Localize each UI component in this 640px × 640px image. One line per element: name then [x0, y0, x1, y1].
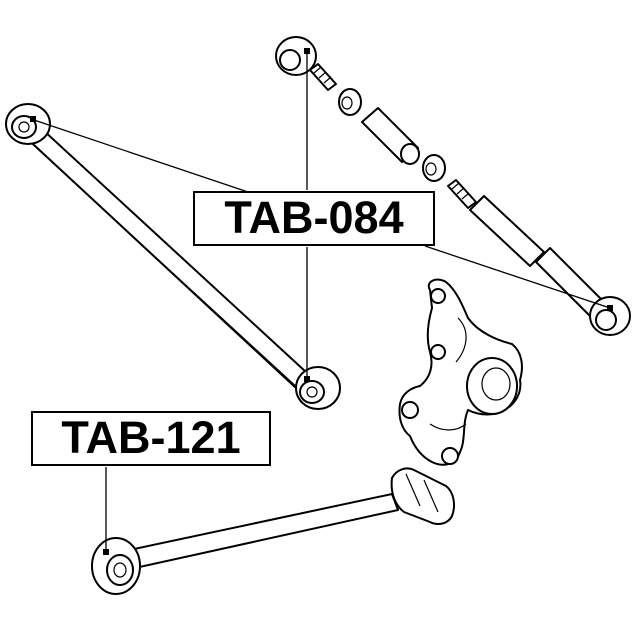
sleeve-tube — [361, 107, 420, 165]
trailing-arm — [5, 103, 341, 410]
lower-arm — [91, 467, 455, 595]
part-number-label-tab-121: TAB-121 — [31, 411, 271, 466]
link-rod — [469, 195, 605, 317]
part-number-label-tab-084: TAB-084 — [193, 191, 435, 246]
bushing-link-top — [275, 36, 317, 76]
bushing-arm-top-left — [5, 103, 51, 145]
nut-upper — [338, 88, 362, 116]
bushing-arm-center — [295, 366, 341, 410]
bushing-lower-arm — [91, 537, 141, 595]
threaded-bolt-upper — [309, 63, 337, 91]
adjustable-link — [275, 36, 631, 336]
leader-lines — [33, 50, 611, 552]
threaded-bolt-lower — [447, 179, 477, 209]
bushing-link-right — [589, 296, 631, 336]
steering-knuckle — [398, 278, 523, 466]
pointer-markers — [30, 48, 613, 555]
nut-lower — [422, 154, 446, 182]
